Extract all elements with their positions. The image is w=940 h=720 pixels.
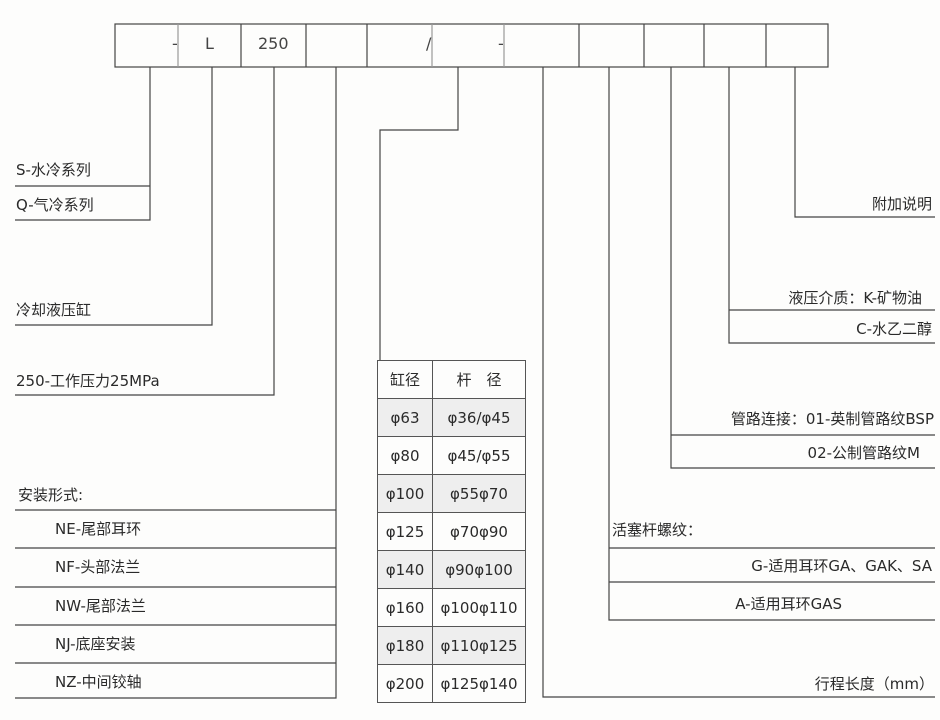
rod-thread-connector: [608, 67, 935, 621]
bore-cell: φ160: [377, 588, 433, 627]
mount-nf: NF-头部法兰: [55, 558, 141, 576]
series-connector: [15, 67, 151, 221]
pressure-connector: [15, 67, 275, 396]
code-sep-1: -: [172, 34, 178, 53]
table-header-row: 缸径 杆 径: [377, 360, 526, 399]
stroke-label: 行程长度（mm）: [814, 675, 934, 693]
mount-nz: NZ-中间铰轴: [55, 673, 142, 691]
rod-cell: φ45/φ55: [432, 436, 526, 475]
cylinder-connector: [15, 67, 213, 326]
rod-cell: φ110φ125: [432, 626, 526, 665]
pipe-connector: [670, 67, 935, 469]
mount-nw: NW-尾部法兰: [55, 597, 146, 615]
rod-cell: φ36/φ45: [432, 398, 526, 437]
code-cell-l: L: [205, 34, 214, 53]
pipe-02: 02-公制管路纹M: [807, 444, 920, 462]
mount-title: 安装形式:: [18, 486, 84, 504]
rod-thread-g: G-适用耳环GA、GAK、SA: [751, 557, 932, 575]
mount-connector: [15, 67, 337, 699]
rod-cell: φ125φ140: [432, 664, 526, 703]
bore-cell: φ180: [377, 626, 433, 665]
code-sep-2: -: [498, 34, 504, 53]
mount-nj: NJ-底座安装: [55, 635, 136, 653]
rod-cell: φ55φ70: [432, 474, 526, 513]
bore-cell: φ125: [377, 512, 433, 551]
extra-connector: [794, 67, 935, 218]
extra-label: 附加说明: [871, 195, 932, 213]
rod-cell: φ70φ90: [432, 512, 526, 551]
code-box-outline: [114, 23, 829, 68]
bore-cell: φ63: [377, 398, 433, 437]
rod-cell: φ100φ110: [432, 588, 526, 627]
bore-cell: φ200: [377, 664, 433, 703]
rod-thread-a: A-适用耳环GAS: [735, 595, 842, 613]
stroke-connector: [542, 67, 935, 698]
bore-rod-connector: [379, 67, 459, 360]
series-air: Q-气冷系列: [16, 196, 94, 214]
cylinder-label: 冷却液压缸: [16, 301, 92, 319]
medium-k: 液压介质：K-矿物油: [788, 289, 922, 307]
bore-cell: φ100: [377, 474, 433, 513]
medium-c: C-水乙二醇: [856, 320, 932, 338]
code-sep-slash: /: [426, 34, 432, 53]
rod-thread-title: 活塞杆螺纹：: [612, 521, 703, 539]
bore-cell: φ140: [377, 550, 433, 589]
medium-connector: [728, 67, 935, 344]
mount-ne: NE-尾部耳环: [55, 520, 142, 538]
bore-cell: φ80: [377, 436, 433, 475]
code-box-dividers: [177, 24, 767, 67]
header-bore: 缸径: [377, 360, 433, 399]
pressure-label: 250-工作压力25MPa: [16, 372, 160, 390]
pipe-01: 管路连接：01-英制管路纹BSP: [730, 410, 934, 428]
code-cell-pressure: 250: [258, 34, 289, 53]
series-water: S-水冷系列: [16, 161, 91, 179]
header-rod: 杆 径: [432, 360, 526, 399]
rod-cell: φ90φ100: [432, 550, 526, 589]
